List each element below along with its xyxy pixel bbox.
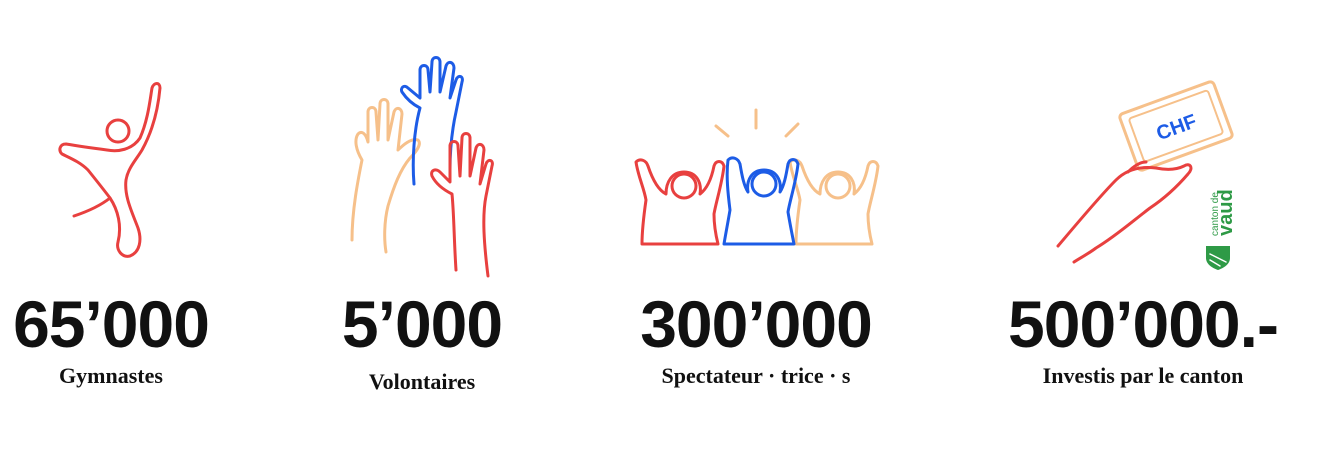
stat-label: Gymnastes [59, 363, 163, 388]
stat-label: Investis par le canton [1042, 363, 1244, 388]
stat-gymnastes: 65’000 Gymnastes [0, 0, 222, 468]
stat-investis: CHF canton de vaud 500’000.- Investis pa… [1000, 0, 1286, 468]
raised-hands-icon [350, 56, 494, 278]
banknote-icon: CHF [1118, 80, 1234, 172]
stat-value: 65’000 [13, 287, 210, 361]
stat-label: Spectateur · trice · s [661, 363, 851, 388]
svg-text:vaud: vaud [1215, 189, 1237, 236]
stat-label: Volontaires [368, 369, 476, 394]
stat-value: 5’000 [341, 287, 503, 361]
stat-volontaires: 5’000 Volontaires [322, 0, 522, 468]
banknote-currency: CHF [1154, 111, 1200, 146]
stat-value: 300’000 [640, 287, 873, 361]
stat-spectateurs: 300’000 Spectateur · trice · s [630, 0, 882, 468]
hand-money-icon: CHF canton de vaud [1056, 80, 1237, 270]
cheering-crowd-icon [634, 108, 880, 246]
canton-vaud-logo: canton de vaud [1206, 189, 1237, 270]
svg-text:canton de: canton de [1210, 192, 1221, 236]
gymnast-icon [58, 82, 162, 258]
stat-value: 500’000.- [1008, 287, 1279, 361]
